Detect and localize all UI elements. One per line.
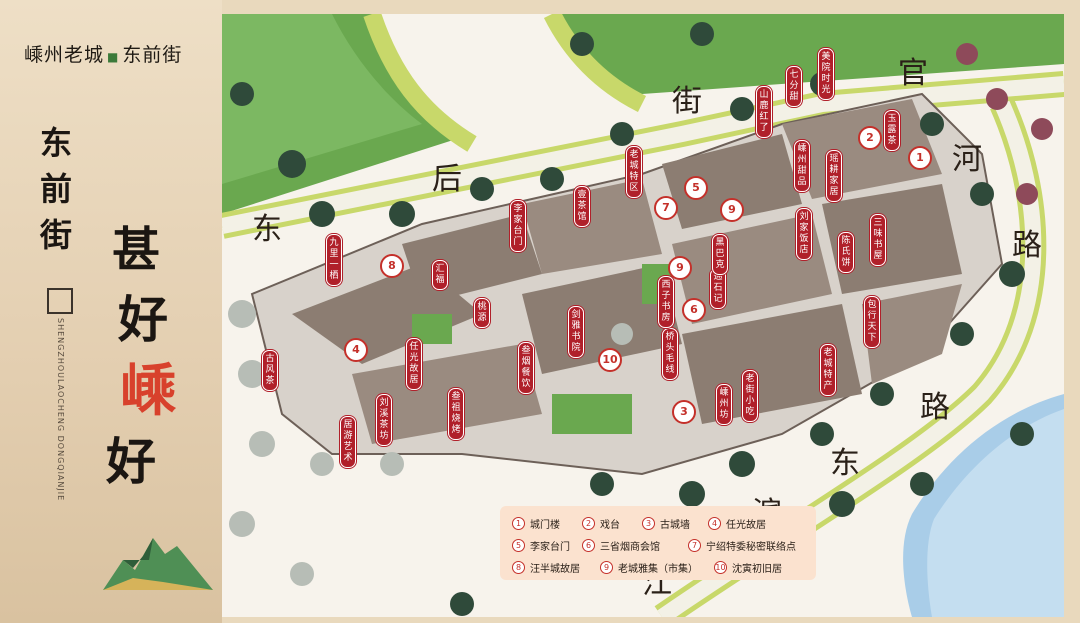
slogan-char-1: 甚 (112, 222, 161, 278)
pin-label[interactable]: 美院时光 (818, 48, 834, 100)
street-char-guan: 官 (898, 56, 928, 91)
brand-left: 嵊州老城 (24, 44, 105, 66)
brand-right: 东前街 (122, 44, 183, 66)
pin-label[interactable]: 汇福 (432, 260, 448, 290)
landmark-7[interactable]: 7 (654, 196, 678, 220)
title-panel: 嵊州老城■东前街 东前街 SHENGZHOULAOCHENG DONGQIANJ… (0, 0, 222, 623)
pin-label[interactable]: 任光故居 (406, 338, 422, 390)
pin-label[interactable]: 叁祖烧烤 (448, 388, 464, 440)
slogan-char-4: 好 (106, 432, 156, 491)
street-char-jie: 街 (672, 84, 702, 119)
street-char-lu-2: 路 (920, 390, 950, 425)
pin-label[interactable]: 老城特产 (820, 344, 836, 396)
pin-label[interactable]: 居游艺术 (340, 416, 356, 468)
pin-label[interactable]: 黑巴克 (712, 234, 728, 275)
street-char-hou: 后 (432, 162, 462, 197)
landmark-5[interactable]: 5 (684, 176, 708, 200)
pin-label[interactable]: 桥头毛线 (662, 328, 678, 380)
brand-dot: ■ (107, 50, 120, 64)
street-char-dong-2: 东 (830, 446, 860, 481)
pin-label[interactable]: 九里一栖 (326, 234, 342, 286)
pin-label[interactable]: 李家台门 (510, 200, 526, 252)
pin-label[interactable]: 壹茶馆 (574, 186, 590, 227)
pin-label[interactable]: 玉露茶 (884, 110, 900, 151)
pin-label[interactable]: 老城特区 (626, 146, 642, 198)
pin-label[interactable]: 老街小吃 (742, 370, 758, 422)
pin-label[interactable]: 剑雅书院 (568, 306, 584, 358)
landmark-2[interactable]: 2 (858, 126, 882, 150)
pin-label[interactable]: 陈氏饼 (838, 232, 854, 273)
mountain-illustration-icon (103, 538, 213, 590)
pin-label[interactable]: 七分甜 (786, 66, 802, 107)
map-background (222, 14, 1064, 617)
pin-label[interactable]: 古风茶 (262, 350, 278, 391)
landmark-10[interactable]: 10 (598, 348, 622, 372)
seal-stamp (47, 288, 73, 314)
slogan-char-3: 嵊 (120, 358, 176, 424)
slogan-char-2: 好 (118, 290, 168, 349)
landmark-6[interactable]: 6 (682, 298, 706, 322)
brand-title: 嵊州老城■东前街 (24, 40, 182, 67)
vertical-title: 东前街 (40, 124, 73, 254)
pin-label[interactable]: 三味书屋 (870, 214, 886, 266)
landmark-3[interactable]: 3 (672, 400, 696, 424)
landmark-8[interactable]: 8 (380, 254, 404, 278)
street-char-lu-1: 路 (1012, 228, 1042, 263)
pin-label[interactable]: 包行天下 (864, 296, 880, 348)
landmark-4[interactable]: 4 (344, 338, 368, 362)
pin-label[interactable]: 瑶耕家居 (826, 150, 842, 202)
street-map[interactable]: 东 后 街 官 河 路 东 路 滨 江 1 2 3 4 5 6 7 8 9 10… (222, 14, 1064, 617)
landmark-9[interactable]: 9 (720, 198, 744, 222)
pin-label[interactable]: 桃源 (474, 298, 490, 328)
street-char-he: 河 (952, 142, 982, 177)
pin-label[interactable]: 嵊州甜品 (794, 140, 810, 192)
pin-label[interactable]: 叁烟餐饮 (518, 342, 534, 394)
landmark-9b[interactable]: 9 (668, 256, 692, 280)
pin-label[interactable]: 刘家饭店 (796, 208, 812, 260)
pin-label[interactable]: 西子书房 (658, 276, 674, 328)
landmark-1[interactable]: 1 (908, 146, 932, 170)
pin-label[interactable]: 嵊州坊 (716, 384, 732, 425)
pinyin-caption: SHENGZHOULAOCHENG DONGQIANJIE (56, 318, 65, 502)
pin-label[interactable]: 山鹿红了 (756, 86, 772, 138)
pin-label[interactable]: 刘溪茶坊 (376, 394, 392, 446)
street-char-dong: 东 (252, 212, 282, 247)
